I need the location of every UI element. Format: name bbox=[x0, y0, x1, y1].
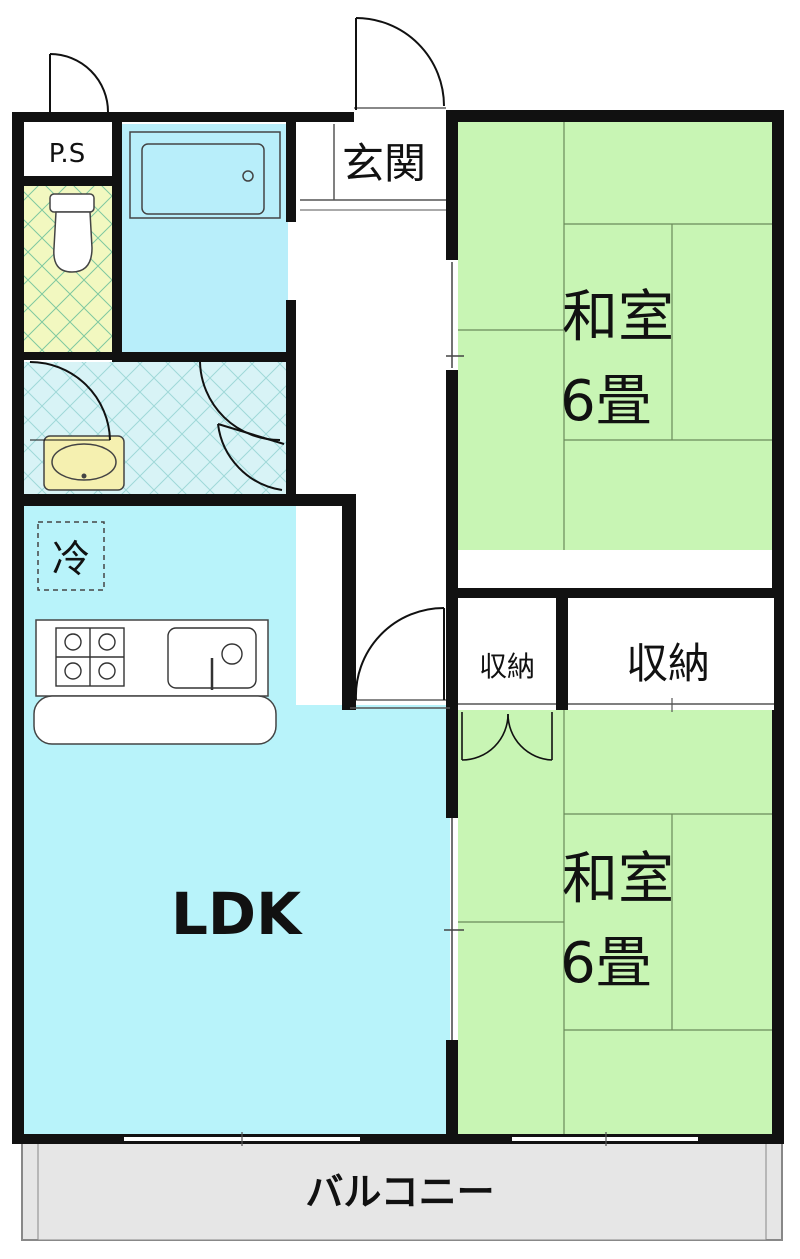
toilet-icon bbox=[49, 193, 95, 273]
tatami-grid-top bbox=[458, 122, 774, 550]
fridge-space: 冷 bbox=[37, 521, 105, 591]
front-door[interactable] bbox=[354, 17, 446, 110]
storage-large-label: 収納 bbox=[626, 639, 710, 688]
sliding-door-top[interactable] bbox=[446, 262, 464, 368]
washroom-doors[interactable] bbox=[29, 361, 285, 491]
entrance: 玄関 bbox=[300, 124, 446, 211]
storage-small-label: 収納 bbox=[479, 650, 535, 683]
tatami-grid-bottom bbox=[458, 710, 774, 1137]
storage-closets: 収納 収納 bbox=[458, 598, 774, 712]
ldk-label: LDK bbox=[171, 880, 303, 948]
washitsu-bottom-name: 和室 bbox=[562, 847, 674, 912]
sliding-door-bottom[interactable] bbox=[444, 818, 464, 1040]
hall-door[interactable] bbox=[350, 606, 450, 709]
fridge-label: 冷 bbox=[52, 537, 90, 581]
ps-label: P.S bbox=[49, 139, 85, 169]
hallway-floor bbox=[296, 200, 448, 705]
stove-icon bbox=[55, 627, 125, 687]
bathtub-icon bbox=[129, 131, 281, 219]
washitsu-top-floor bbox=[458, 122, 774, 550]
washitsu-bottom-size: 6畳 bbox=[560, 931, 652, 996]
balcony: バルコニー bbox=[21, 1141, 783, 1241]
balcony-label: バルコニー bbox=[305, 1170, 494, 1214]
washitsu-top-size: 6畳 bbox=[560, 369, 652, 434]
kitchen-counter bbox=[33, 619, 277, 745]
walls bbox=[12, 110, 784, 1144]
washitsu-top-name: 和室 bbox=[562, 285, 674, 350]
closet-doors[interactable] bbox=[461, 712, 553, 761]
washitsu-bottom-floor bbox=[458, 710, 774, 1137]
entrance-label: 玄関 bbox=[342, 139, 426, 188]
ps-door[interactable] bbox=[49, 53, 109, 113]
kitchen-sink-icon bbox=[167, 627, 257, 690]
washbasin-icon bbox=[43, 435, 125, 491]
